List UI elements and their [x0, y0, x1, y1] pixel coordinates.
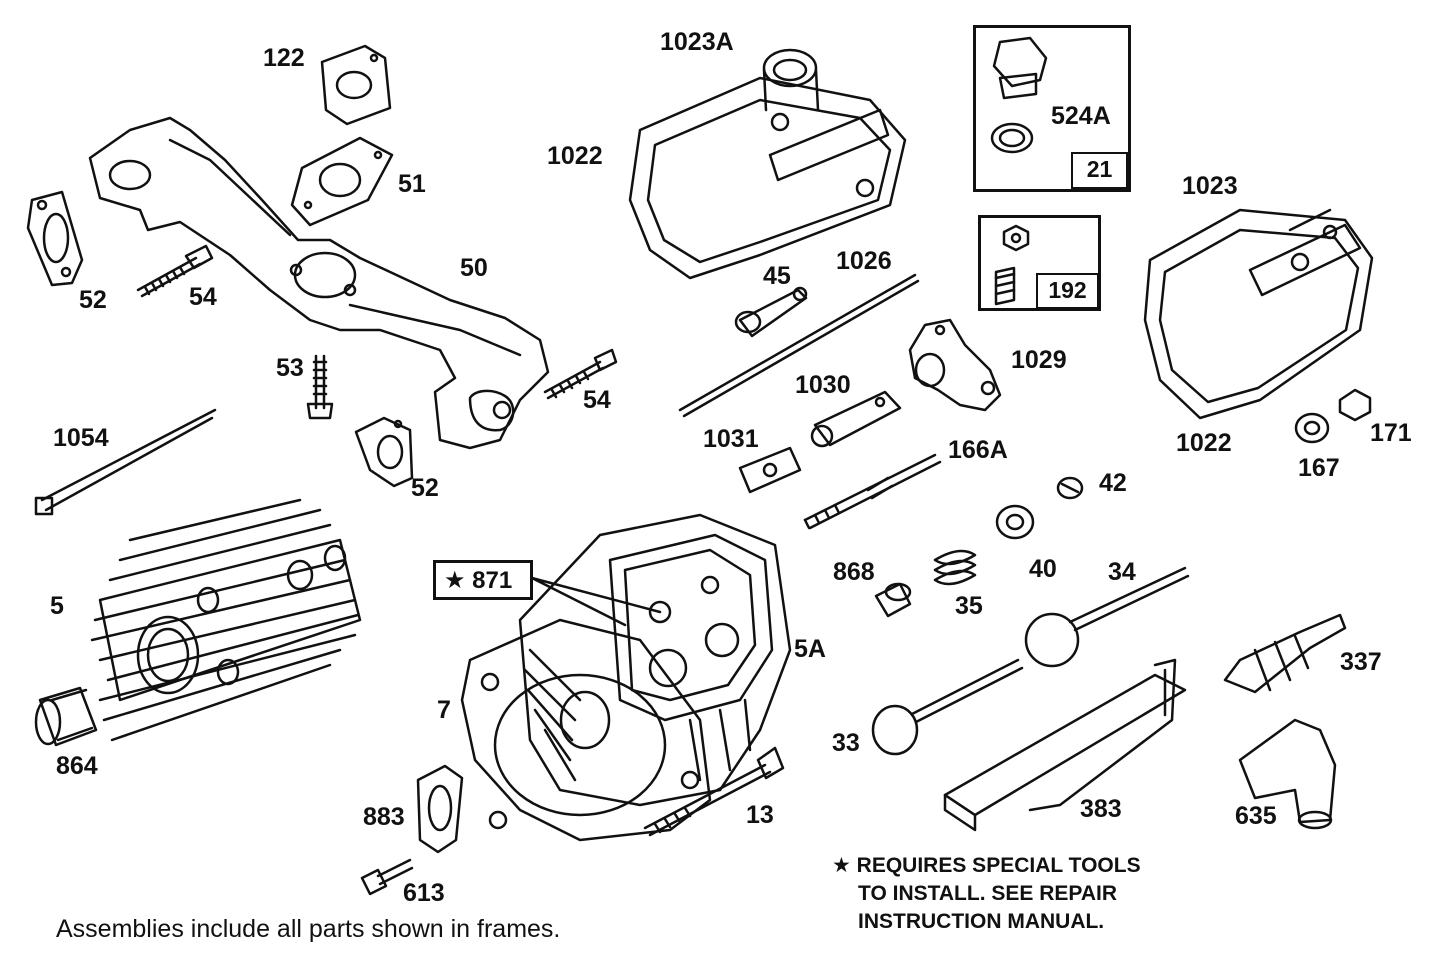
gasket-51-drawing: [290, 136, 394, 227]
label-54-left: 54: [189, 283, 217, 311]
valve-34-drawing: [1024, 566, 1190, 668]
special-tools-note: ★ REQUIRES SPECIAL TOOLS TO INSTALL. SEE…: [832, 852, 1141, 936]
label-1022-right: 1022: [1176, 429, 1232, 457]
sleeve-864-drawing: [34, 686, 98, 747]
kit-frame-21: 524A 21: [973, 25, 1131, 192]
nut-171-drawing: [1338, 388, 1372, 422]
label-1022-top: 1022: [547, 142, 603, 170]
label-1023A: 1023A: [660, 28, 734, 56]
label-42: 42: [1099, 469, 1127, 497]
label-1031: 1031: [703, 425, 759, 453]
label-54-right: 54: [583, 386, 611, 414]
label-613: 613: [403, 879, 445, 907]
washer-167-drawing: [1294, 412, 1330, 444]
stud-166A-drawing: [803, 453, 942, 530]
valve-cover-1023A-drawing: [628, 48, 907, 280]
label-635: 635: [1235, 802, 1277, 830]
note-line-1: ★ REQUIRES SPECIAL TOOLS: [832, 854, 1141, 877]
label-883: 883: [363, 803, 405, 831]
pin-1030-drawing: [810, 390, 902, 448]
label-45: 45: [763, 262, 791, 290]
label-35: 35: [955, 592, 983, 620]
label-13: 13: [746, 801, 774, 829]
gasket-52-mid-drawing: [354, 416, 414, 488]
valve-33-drawing: [871, 658, 1024, 756]
bolt-13-drawing: [643, 746, 785, 837]
tool-383-drawing: [943, 658, 1187, 832]
label-5A: 5A: [794, 635, 826, 663]
kit-frame-192: 192: [978, 215, 1101, 311]
label-337: 337: [1340, 648, 1382, 676]
assemblies-note: Assemblies include all parts shown in fr…: [56, 915, 561, 943]
special-part-leader: [530, 576, 662, 627]
gasket-52-left-drawing: [26, 190, 84, 287]
label-1029: 1029: [1011, 346, 1067, 374]
bolt-613-drawing: [360, 858, 414, 896]
label-1026: 1026: [836, 247, 892, 275]
rocker-1029-drawing: [908, 318, 1002, 412]
bolt-53-drawing: [306, 354, 334, 420]
label-1030: 1030: [795, 371, 851, 399]
guide-1031-drawing: [738, 446, 802, 494]
spark-plug-337-drawing: [1223, 613, 1347, 694]
label-5: 5: [50, 592, 64, 620]
label-868: 868: [833, 558, 875, 586]
rocker-45-drawing: [734, 286, 808, 338]
label-52-mid: 52: [411, 474, 439, 502]
kit-number-192: 192: [1036, 273, 1099, 309]
cylinder-head-5A-drawing: [518, 513, 792, 807]
cylinder-head-5-drawing: [90, 498, 362, 742]
tie-1054-drawing: [34, 408, 217, 516]
oil-fill-cap-524A-drawing: [990, 36, 1048, 154]
label-864: 864: [56, 752, 98, 780]
special-part-871-box: ★ 871: [433, 560, 533, 600]
note-line-3: INSTRUCTION MANUAL.: [858, 910, 1105, 933]
label-166A: 166A: [948, 436, 1008, 464]
gasket-883-drawing: [416, 764, 464, 854]
spring-35-drawing: [933, 549, 977, 586]
label-51: 51: [398, 170, 426, 198]
note-line-2: TO INSTALL. SEE REPAIR: [858, 882, 1118, 905]
nut-spring-192-drawing: [994, 224, 1030, 306]
bolt-54-left-drawing: [136, 244, 214, 298]
label-167: 167: [1298, 454, 1340, 482]
label-52-left: 52: [79, 286, 107, 314]
pushrod-1026-drawing: [678, 273, 920, 418]
label-50: 50: [460, 254, 488, 282]
bolt-54-right-drawing: [543, 348, 618, 400]
boot-635-drawing: [1238, 718, 1337, 830]
label-524A: 524A: [1051, 102, 1111, 130]
kit-number-21: 21: [1071, 152, 1128, 189]
head-gasket-7-drawing: [460, 618, 712, 842]
keeper-42-drawing: [1056, 476, 1084, 500]
label-1054: 1054: [53, 424, 109, 452]
label-33: 33: [832, 729, 860, 757]
retainer-40-drawing: [995, 504, 1035, 540]
label-122: 122: [263, 44, 305, 72]
label-1023: 1023: [1182, 172, 1238, 200]
valve-cover-1023-drawing: [1143, 208, 1374, 420]
manifold-50-drawing: [88, 116, 550, 450]
label-34: 34: [1108, 558, 1136, 586]
label-383: 383: [1080, 795, 1122, 823]
gasket-122-drawing: [320, 44, 392, 126]
label-171: 171: [1370, 419, 1412, 447]
label-53: 53: [276, 354, 304, 382]
label-7: 7: [437, 696, 451, 724]
label-40: 40: [1029, 555, 1057, 583]
seal-868-drawing: [874, 582, 912, 618]
